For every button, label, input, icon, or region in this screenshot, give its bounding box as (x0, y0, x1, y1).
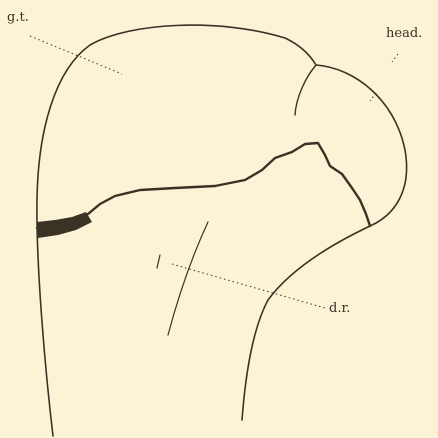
label-greater-tuberosity: g.t. (7, 11, 29, 24)
leader-gt (30, 36, 122, 74)
label-dr: d.r. (329, 302, 350, 315)
dr-line (168, 222, 208, 335)
bone-outline (37, 25, 407, 436)
dr-tick (157, 255, 160, 268)
fracture-gap (37, 212, 92, 238)
label-head: head. (386, 27, 422, 40)
leader-dr (172, 264, 325, 308)
leader-head (370, 54, 398, 101)
anatomical-neck-line (295, 65, 316, 115)
